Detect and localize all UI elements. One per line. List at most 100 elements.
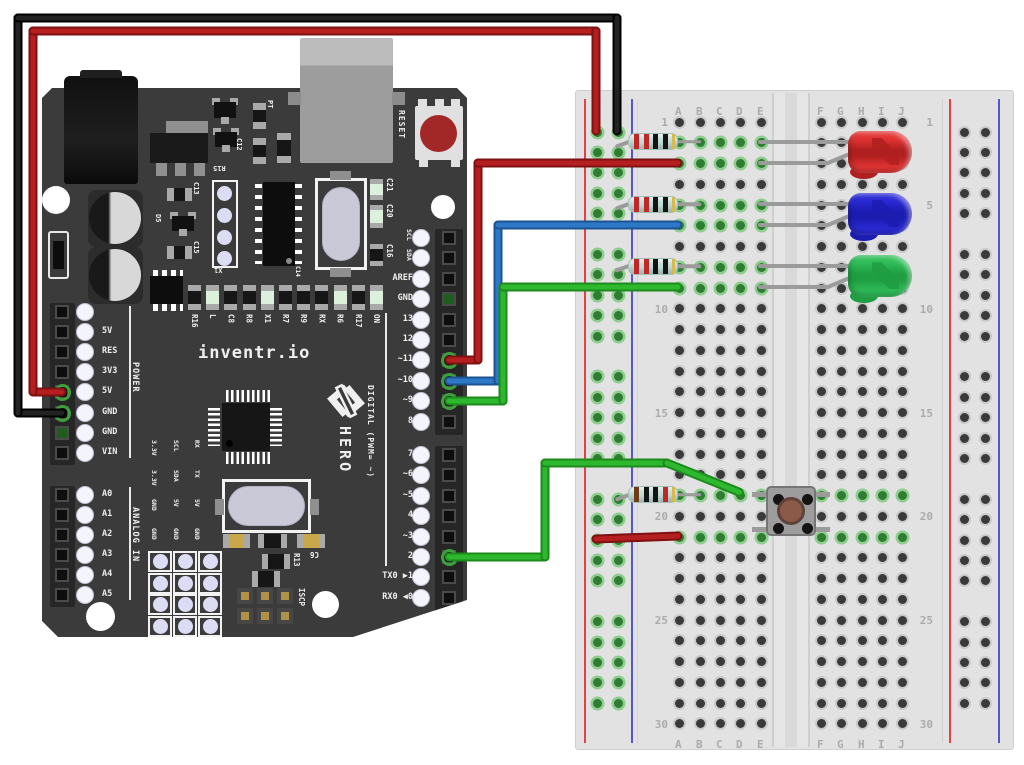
breadboard-hole[interactable]: [695, 366, 705, 376]
wire-5v-red[interactable]: [28, 26, 38, 397]
breadboard-hole[interactable]: [674, 511, 684, 521]
digital-upper-header-socket[interactable]: [442, 292, 456, 306]
breadboard-hole[interactable]: [735, 200, 745, 210]
resistor-led-green[interactable]: [628, 257, 678, 275]
breadboard-hole[interactable]: [816, 428, 826, 438]
rail-hole[interactable]: [613, 698, 623, 708]
breadboard-hole[interactable]: [836, 179, 846, 189]
breadboard-hole[interactable]: [674, 615, 684, 625]
breadboard-hole[interactable]: [756, 719, 766, 729]
breadboard-hole[interactable]: [756, 677, 766, 687]
analog-header-socket[interactable]: [55, 568, 69, 582]
wire-gnd-black[interactable]: [13, 13, 23, 418]
rail-hole[interactable]: [613, 392, 623, 402]
power-header-socket[interactable]: [55, 325, 69, 339]
breadboard-hole[interactable]: [897, 470, 907, 480]
analog-header-socket[interactable]: [55, 508, 69, 522]
rail-hole[interactable]: [959, 413, 969, 423]
digital-lower-header-socket[interactable]: [442, 448, 456, 462]
breadboard-hole[interactable]: [857, 615, 867, 625]
breadboard-hole[interactable]: [695, 179, 705, 189]
breadboard-hole[interactable]: [877, 117, 887, 127]
green-led-leg[interactable]: [758, 264, 854, 269]
breadboard-hole[interactable]: [756, 117, 766, 127]
rail-hole[interactable]: [959, 372, 969, 382]
breadboard-hole[interactable]: [715, 200, 725, 210]
breadboard-hole[interactable]: [857, 242, 867, 251]
breadboard-hole[interactable]: [674, 574, 684, 583]
breadboard-hole[interactable]: [877, 615, 887, 625]
breadboard-hole[interactable]: [816, 657, 826, 666]
rail-hole[interactable]: [592, 392, 602, 402]
breadboard-hole[interactable]: [756, 511, 766, 521]
breadboard-hole[interactable]: [836, 449, 846, 459]
breadboard-hole[interactable]: [877, 698, 887, 708]
breadboard-hole[interactable]: [836, 553, 846, 563]
breadboard-hole[interactable]: [756, 698, 766, 708]
breadboard-hole[interactable]: [877, 449, 887, 459]
rail-hole[interactable]: [980, 617, 990, 627]
breadboard-hole[interactable]: [857, 325, 867, 334]
rail-hole[interactable]: [980, 433, 990, 443]
wire-5v-red[interactable]: [28, 26, 601, 36]
rail-hole[interactable]: [592, 413, 602, 423]
breadboard-hole[interactable]: [715, 511, 725, 521]
rail-hole[interactable]: [959, 453, 969, 463]
breadboard-hole[interactable]: [836, 159, 846, 168]
breadboard-hole[interactable]: [816, 449, 826, 459]
breadboard-hole[interactable]: [897, 553, 907, 563]
breadboard-hole[interactable]: [877, 491, 887, 500]
resistor-led-red[interactable]: [628, 133, 678, 151]
rail-hole[interactable]: [592, 494, 602, 504]
breadboard-hole[interactable]: [715, 574, 725, 583]
blue-led-leg[interactable]: [758, 222, 830, 227]
breadboard-hole[interactable]: [735, 615, 745, 625]
breadboard-hole[interactable]: [836, 532, 846, 542]
breadboard-hole[interactable]: [715, 470, 725, 480]
breadboard-hole[interactable]: [836, 470, 846, 480]
breadboard-hole[interactable]: [836, 615, 846, 625]
rail-hole[interactable]: [980, 698, 990, 708]
breadboard-hole[interactable]: [897, 491, 907, 500]
breadboard-hole[interactable]: [816, 242, 826, 251]
breadboard-hole[interactable]: [735, 366, 745, 376]
red-led[interactable]: [848, 130, 912, 173]
breadboard-hole[interactable]: [857, 304, 867, 314]
breadboard-hole[interactable]: [897, 408, 907, 417]
rail-hole[interactable]: [613, 372, 623, 382]
breadboard-hole[interactable]: [816, 574, 826, 583]
digital-upper-header-socket[interactable]: [442, 313, 456, 327]
breadboard-hole[interactable]: [897, 511, 907, 521]
breadboard-hole[interactable]: [735, 511, 745, 521]
breadboard-hole[interactable]: [735, 532, 745, 542]
breadboard-hole[interactable]: [695, 159, 705, 168]
breadboard-hole[interactable]: [715, 387, 725, 397]
breadboard-hole[interactable]: [735, 283, 745, 293]
breadboard-hole[interactable]: [735, 221, 745, 231]
analog-header-socket[interactable]: [55, 588, 69, 602]
red-led-leg[interactable]: [758, 139, 854, 144]
power-header-socket[interactable]: [55, 446, 69, 460]
wire-5v-red[interactable]: [591, 26, 601, 136]
rail-hole[interactable]: [959, 392, 969, 402]
rail-hole[interactable]: [959, 168, 969, 178]
rail-hole[interactable]: [980, 515, 990, 525]
breadboard-hole[interactable]: [897, 719, 907, 729]
rail-hole[interactable]: [959, 555, 969, 565]
breadboard-hole[interactable]: [715, 449, 725, 459]
breadboard-hole[interactable]: [715, 242, 725, 251]
rail-hole[interactable]: [592, 453, 602, 463]
breadboard-hole[interactable]: [836, 325, 846, 334]
breadboard-hole[interactable]: [816, 636, 826, 646]
breadboard-hole[interactable]: [735, 325, 745, 334]
rail-hole[interactable]: [613, 311, 623, 321]
breadboard-hole[interactable]: [877, 345, 887, 355]
breadboard-hole[interactable]: [877, 553, 887, 563]
breadboard-hole[interactable]: [695, 283, 705, 293]
wire-gnd-black[interactable]: [13, 13, 622, 23]
wire-gnd-black[interactable]: [612, 13, 622, 136]
breadboard-hole[interactable]: [816, 615, 826, 625]
breadboard-hole[interactable]: [674, 636, 684, 646]
power-header-socket[interactable]: [55, 426, 69, 440]
breadboard-hole[interactable]: [695, 511, 705, 521]
